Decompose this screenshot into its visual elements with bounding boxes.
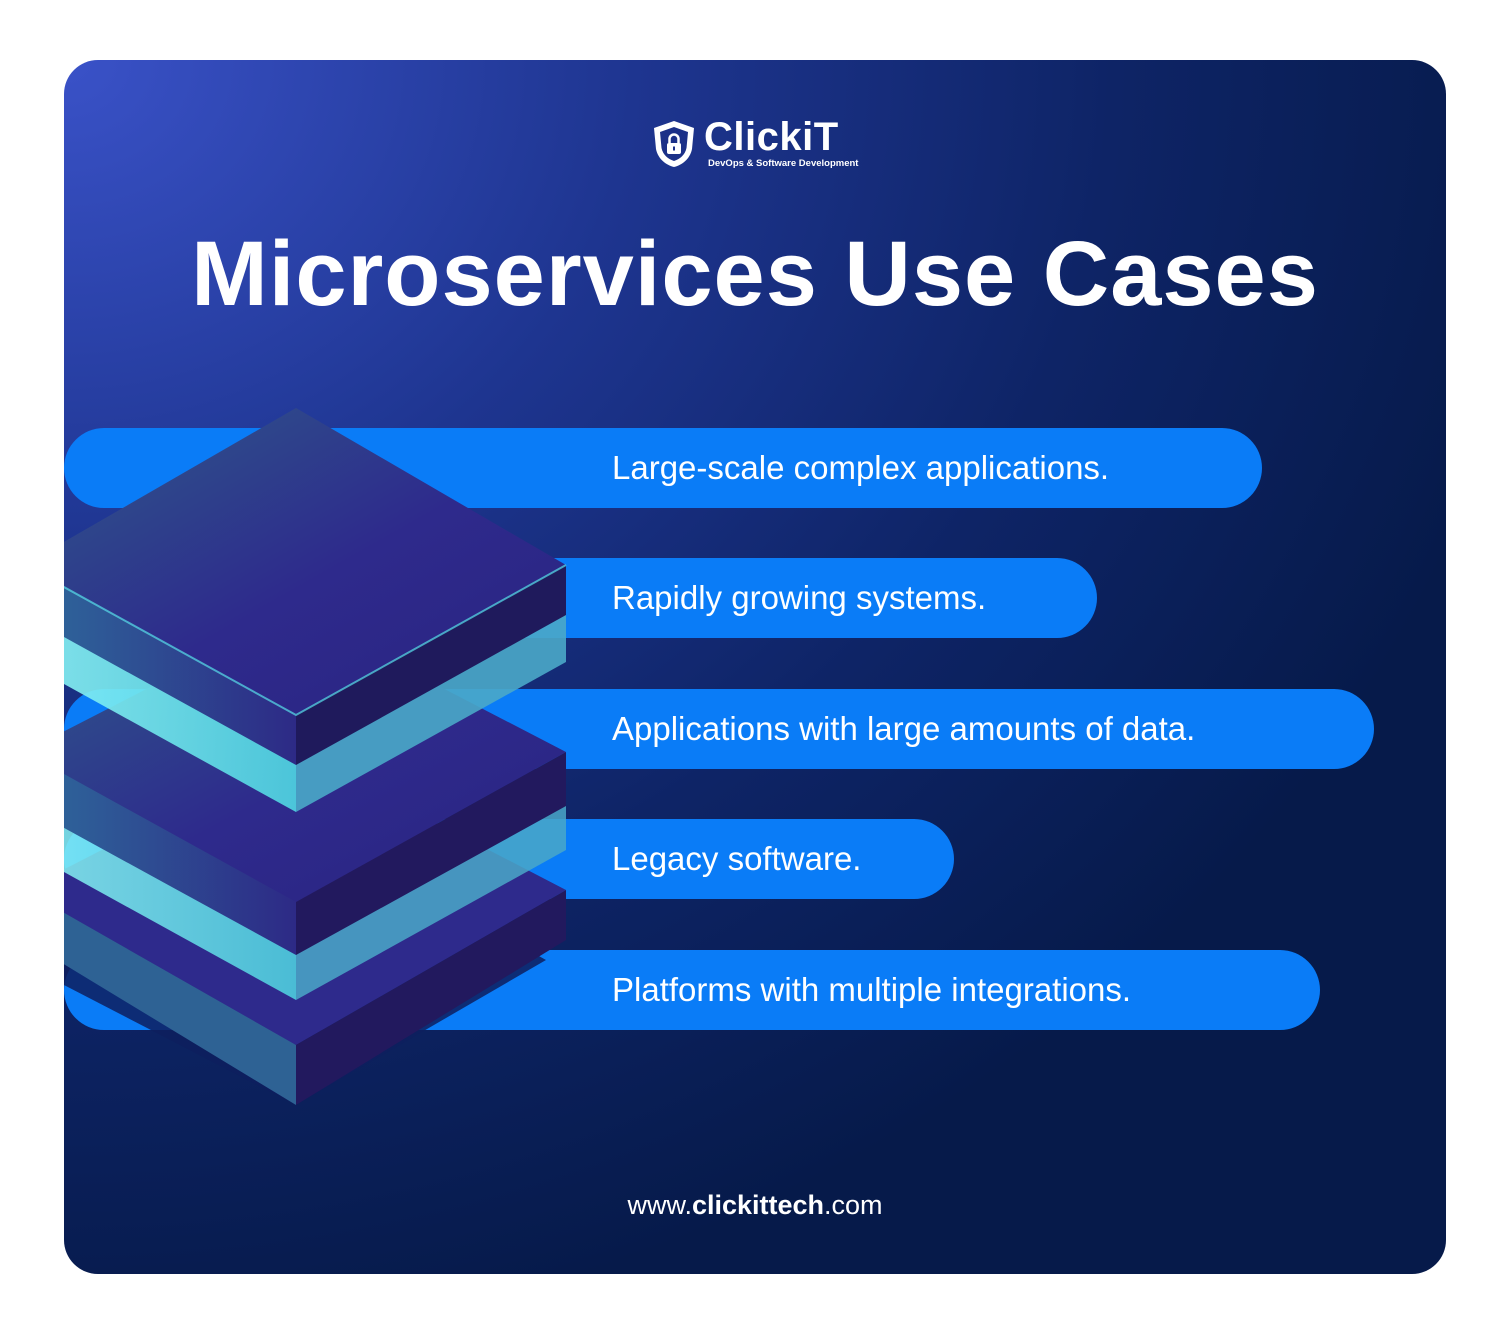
use-case-label: Large-scale complex applications. [612,449,1110,486]
use-case-2: Rapidly growing systems. [64,558,1097,638]
use-case-5: Platforms with multiple integrations. [64,950,1320,1030]
footer-url-prefix: www. [627,1190,692,1220]
use-case-4: Legacy software. [64,819,954,899]
use-case-1: Large-scale complex applications. [64,428,1262,508]
use-case-label: Rapidly growing systems. [612,579,987,616]
brand-name: ClickiT [704,115,839,159]
use-case-label: Legacy software. [612,840,862,877]
footer-url-suffix: .com [824,1190,883,1220]
stack-middle-layer [64,612,566,955]
stack-bottom-layer [64,750,566,1105]
footer-website-url: www.clickittech.com [64,1190,1446,1221]
page-title: Microservices Use Cases [191,223,1319,325]
use-case-label: Applications with large amounts of data. [612,710,1196,747]
footer-url-domain: clickittech [691,1190,825,1220]
use-case-3: Applications with large amounts of data. [64,689,1374,769]
infographic-card: ClickiT DevOps & Software Development Mi… [64,60,1446,1274]
shield-lock-icon [654,121,694,167]
use-case-label: Platforms with multiple integrations. [612,971,1132,1008]
brand-logo: ClickiT DevOps & Software Development [650,115,870,173]
brand-tagline: DevOps & Software Development [708,158,859,169]
